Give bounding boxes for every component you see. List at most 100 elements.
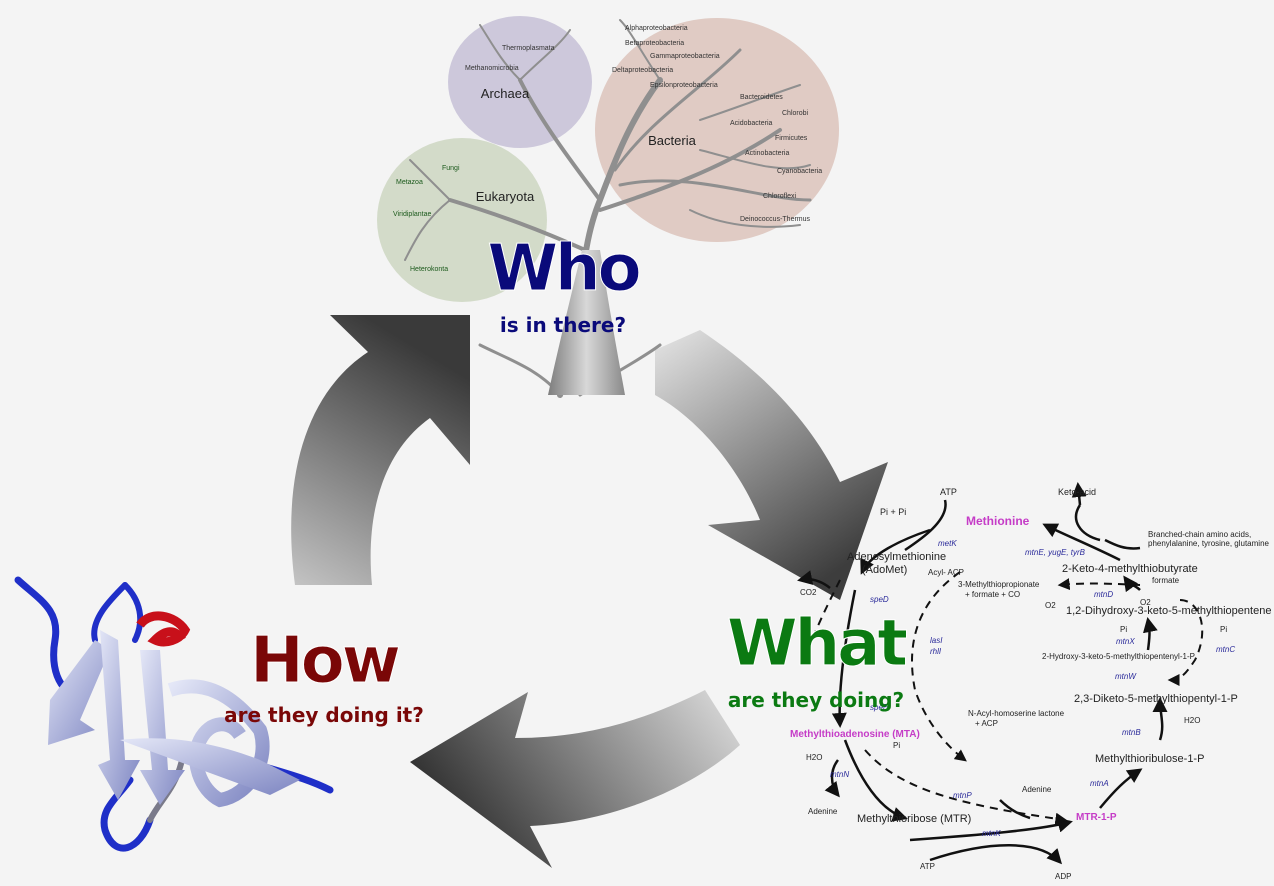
- enzyme-label: mtnK: [982, 829, 1001, 838]
- enzyme-label: speD: [870, 595, 889, 604]
- taxon-label: Heterokonta: [410, 266, 448, 273]
- domain-label-bacteria: Bacteria: [648, 133, 696, 148]
- taxon-label: Fungi: [442, 165, 460, 172]
- taxon-label: Cyanobacteria: [777, 168, 822, 175]
- enzyme-label: mtnD: [1094, 590, 1113, 599]
- pathway-arrow: [1071, 482, 1087, 506]
- ribbon-strand: [140, 650, 185, 805]
- ribbon-strand: [120, 738, 300, 795]
- metabolite-highlight: Methylthioadenosine (MTA): [790, 729, 920, 740]
- ribbon-loop: [100, 776, 154, 852]
- taxon-label: Alphaproteobacteria: [625, 25, 688, 32]
- enzyme-label: mtnA: [1090, 779, 1109, 788]
- metabolite-label: Pi: [1220, 625, 1227, 634]
- taxon-label: Thermoplasmata: [502, 45, 555, 52]
- metabolite-label: Methylthioribulose-1-P: [1095, 753, 1204, 765]
- pathway-arrow: [1099, 768, 1143, 809]
- domain-label-eukaryota: Eukaryota: [476, 189, 535, 204]
- taxon-label: Deltaproteobacteria: [612, 67, 673, 74]
- enzyme-label: mtnX: [1116, 637, 1135, 646]
- pathway-arrow: [831, 589, 857, 728]
- enzyme-label: metK: [938, 539, 957, 548]
- taxon-label: Metazoa: [396, 179, 423, 186]
- enzyme-label: mtnN: [830, 770, 849, 779]
- pathway-arrow: [1142, 617, 1158, 651]
- metabolite-label: 2-Hydroxy-3-keto-5-methylthiopentenyl-1-…: [1042, 652, 1195, 661]
- ribbon-strand: [167, 679, 270, 808]
- ribbon-strand: [98, 630, 140, 800]
- taxon-label: Bacteroidetes: [740, 94, 783, 101]
- tree-trunk: [548, 250, 625, 395]
- pathway-arrow: [929, 844, 1063, 865]
- metabolite-label: formate: [1152, 576, 1180, 585]
- metabolite-highlight: MTR-1-P: [1076, 812, 1117, 823]
- metabolite-label: phenylalanine, tyrosine, glutamine: [1148, 539, 1270, 548]
- headline-how: How are they doing it?: [224, 624, 424, 728]
- metabolite-label: Acyl- ACP: [928, 568, 964, 577]
- metabolite-label: ATP: [920, 862, 935, 871]
- metabolite-label: H2O: [1184, 716, 1200, 725]
- arrow-how-to-who: [291, 315, 470, 585]
- metabolite-label: Keto-acid: [1058, 487, 1096, 497]
- pathway-arrow: [904, 499, 947, 552]
- ribbon-strand: [48, 640, 110, 745]
- enzyme-label: lasI: [930, 636, 943, 645]
- headline-what: What are they doing?: [727, 607, 911, 713]
- pathway-arrow: [843, 739, 908, 822]
- pathway-dashed-arrow: [864, 749, 1068, 825]
- taxon-label: Epsilonproteobacteria: [650, 82, 718, 89]
- pathway-arrow: [824, 759, 840, 798]
- enzyme-label: mtnE, yugE, tyrB: [1025, 548, 1086, 557]
- metabolite-label: Branched-chain amino acids,: [1148, 530, 1251, 539]
- taxon-label: Methanomicrobia: [465, 65, 519, 72]
- metabolite-label: 3-Methylthiopropionate: [958, 580, 1040, 589]
- metabolite-label: ADP: [1055, 872, 1071, 881]
- pathway-arrow: [909, 817, 1073, 842]
- taxon-label: Viridiplantae: [393, 211, 432, 218]
- enzyme-label: mtnC: [1216, 645, 1235, 654]
- pathway-arrow: [999, 799, 1031, 820]
- taxon-label: Betaproteobacteria: [625, 40, 684, 47]
- taxon-label: Actinobacteria: [745, 150, 789, 157]
- domain-label-archaea: Archaea: [481, 86, 530, 101]
- metabolite-label: CO2: [800, 588, 817, 597]
- metabolite-label: Methylthioribose (MTR): [857, 813, 971, 825]
- how-subtitle: are they doing it?: [224, 703, 424, 727]
- metabolite-label: Adenine: [1022, 785, 1052, 794]
- taxon-label: Chlorobi: [782, 110, 809, 117]
- metabolite-label: (AdoMet): [862, 564, 907, 576]
- taxon-label: Chloroflexi: [763, 193, 797, 200]
- arrow-what-to-how: [410, 690, 740, 868]
- ribbon-helix: [136, 611, 191, 647]
- ribbon-loop: [91, 582, 128, 643]
- metabolite-label: H2O: [806, 753, 822, 762]
- headline-who: Who is in there?: [487, 232, 643, 338]
- metabolite-label: + formate + CO: [965, 590, 1020, 599]
- pathway-dashed-arrow: [811, 579, 841, 641]
- metabolite-label: Pi: [893, 741, 900, 750]
- pathway-dashed-arrow: [1167, 599, 1204, 686]
- pathway-arrow: [1042, 523, 1121, 562]
- metabolite-highlight: Methionine: [966, 514, 1030, 528]
- metabolite-label: 1,2-Dihydroxy-3-keto-5-methylthiopentene: [1066, 605, 1271, 617]
- metabolite-label: Pi: [1120, 625, 1127, 634]
- metabolite-label: O2: [1140, 598, 1151, 607]
- how-title: How: [250, 624, 399, 698]
- pathway-arrow: [1104, 538, 1141, 550]
- what-subtitle: are they doing?: [728, 688, 904, 712]
- mta-pathway: ATP Pi + Pi Keto-acid Branched-chain ami…: [790, 482, 1271, 881]
- arrow-who-to-what: [655, 330, 888, 600]
- metabolite-label: Adenine: [808, 807, 838, 816]
- ribbon-loop: [122, 582, 144, 643]
- pathway-arrow: [860, 528, 931, 575]
- metabolite-label: 2,3-Diketo-5-methylthiopentyl-1-P: [1074, 693, 1238, 705]
- taxon-label: Acidobacteria: [730, 120, 773, 127]
- pathway-arrow: [1152, 697, 1168, 741]
- pathway-dashed-arrow: [911, 571, 967, 762]
- tree-of-life: Archaea Bacteria Eukaryota Thermoplasmat…: [377, 16, 839, 398]
- enzyme-label: mtnP: [953, 791, 972, 800]
- enzyme-label: mtnB: [1122, 728, 1141, 737]
- protein-ribbon: [14, 576, 334, 852]
- taxon-label: Firmicutes: [775, 135, 808, 142]
- taxon-label: Deinococcus-Thermus: [740, 216, 811, 223]
